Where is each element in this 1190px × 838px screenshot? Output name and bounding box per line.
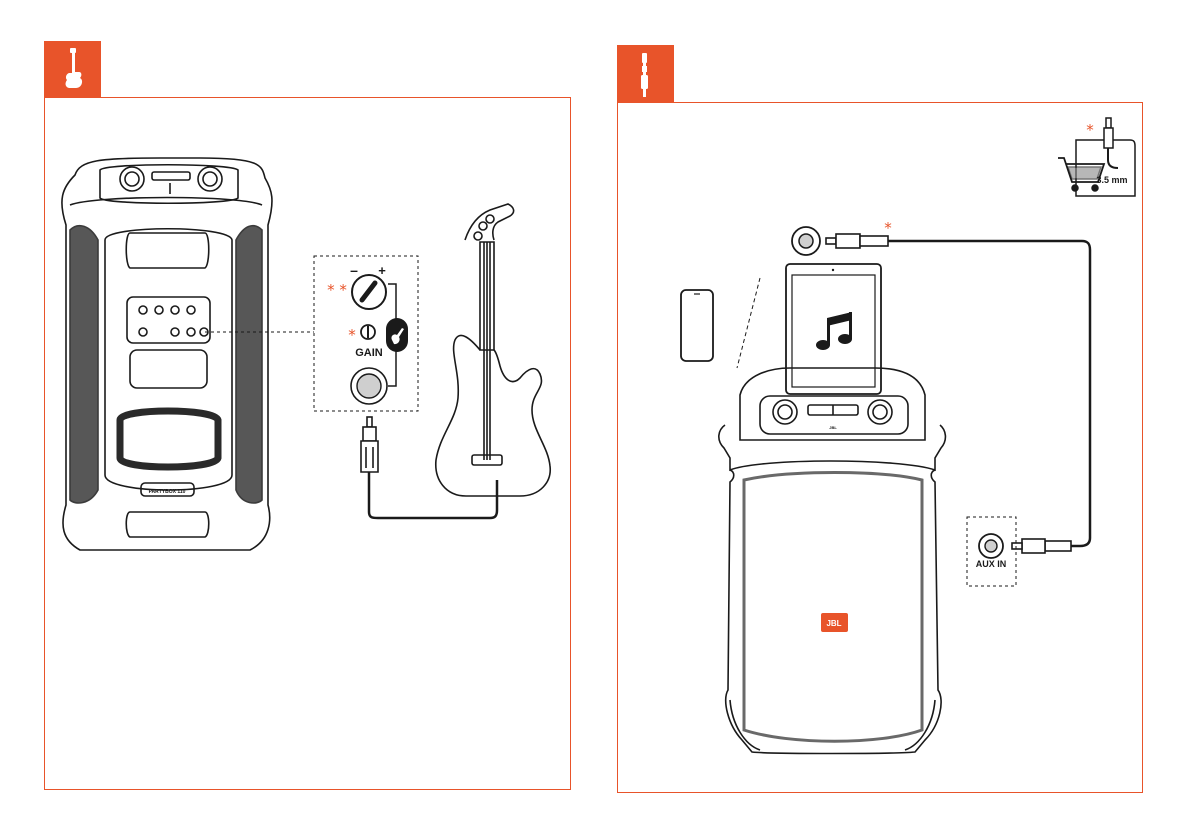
smartphone [681, 290, 713, 361]
gain-label: GAIN [355, 347, 383, 359]
guitar-input-jack [351, 368, 387, 404]
aux-in-jack [979, 534, 1003, 558]
electric-guitar-icon [66, 48, 83, 88]
minus-sign: – [350, 262, 358, 278]
double-asterisk: * * [327, 281, 347, 299]
audio-jack-icon [641, 53, 648, 97]
aux-source-jack [792, 227, 820, 255]
jbl-logo-text: JBL [826, 619, 841, 628]
electric-guitar [436, 204, 550, 496]
guitar-volume-knob [352, 275, 386, 309]
purchase-asterisk: * [1086, 121, 1094, 139]
cable-asterisk: * [884, 219, 892, 237]
guitar-cable [361, 417, 497, 518]
gain-knob [361, 325, 375, 339]
gain-asterisk: * [348, 326, 356, 344]
aux-in-label: AUX IN [976, 559, 1007, 569]
top-panel-text: JBL [829, 425, 837, 430]
cable-size-label: 3.5 mm [1096, 175, 1127, 185]
separator-line [737, 278, 760, 368]
brand-plate: PARTYBOX 110 [149, 489, 186, 495]
guitar-badge-icon [386, 318, 408, 352]
plus-sign: + [378, 263, 386, 278]
tablet [786, 264, 881, 394]
